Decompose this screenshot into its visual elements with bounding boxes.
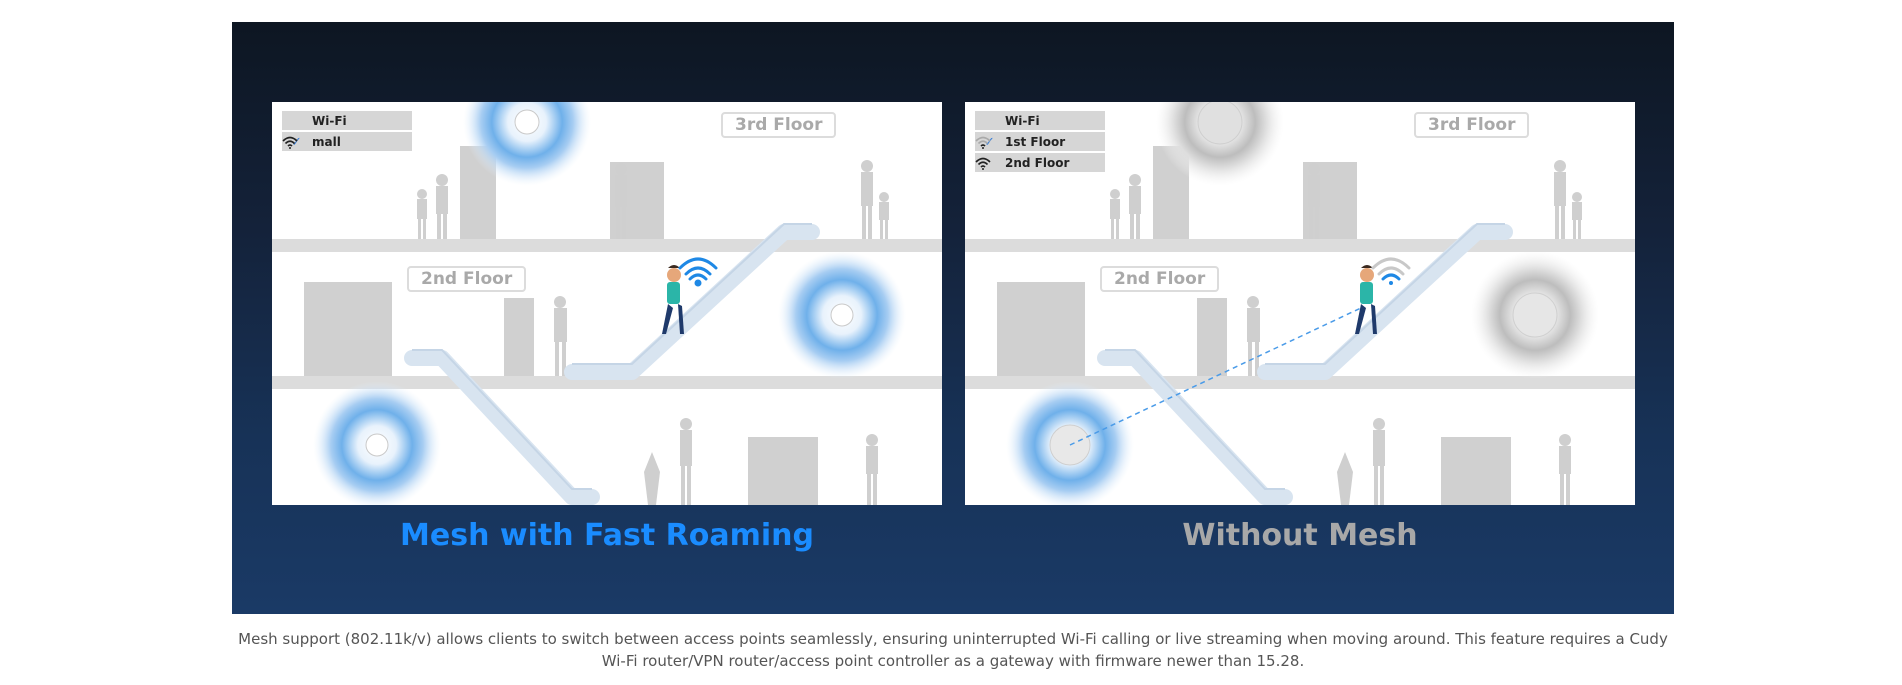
person-icon xyxy=(1355,265,1377,334)
wifi-signal-icon xyxy=(975,157,991,170)
floor-label-2nd: 2nd Floor xyxy=(407,266,527,292)
wifi-signal-icon xyxy=(975,136,991,149)
wifi-list-header: Wi-Fi xyxy=(975,111,1105,132)
access-point-icon xyxy=(1471,251,1599,379)
access-point-icon xyxy=(1156,102,1284,186)
floor-label-3rd: 3rd Floor xyxy=(1414,112,1530,138)
wifi-list-header: Wi-Fi xyxy=(282,111,412,132)
access-point-icon xyxy=(313,381,441,505)
person-icon xyxy=(662,265,684,334)
wifi-network-list: Wi-Fi ✓ 1st Floor 2nd Floor xyxy=(975,111,1105,174)
wifi-signal-icon xyxy=(1371,257,1411,285)
check-icon: ✓ xyxy=(291,135,302,150)
feature-description: Mesh support (802.11k/v) allows clients … xyxy=(238,630,1668,670)
feature-banner: Wi-Fi ✓ mall 3rd Floor 2nd Floor Mesh wi… xyxy=(232,22,1674,614)
mall-scene-mesh xyxy=(272,102,942,505)
caption-without-mesh: Without Mesh xyxy=(1182,518,1418,553)
access-point-icon xyxy=(463,102,591,186)
floor-label-3rd: 3rd Floor xyxy=(721,112,837,138)
mall-scene-no-mesh xyxy=(965,102,1635,505)
no-mesh-illustration-panel: Wi-Fi ✓ 1st Floor 2nd Floor xyxy=(965,102,1635,505)
access-point-icon xyxy=(1006,381,1134,505)
caption-mesh: Mesh with Fast Roaming xyxy=(400,518,814,553)
check-icon: ✓ xyxy=(984,135,995,150)
wifi-network-list: Wi-Fi ✓ mall xyxy=(282,111,412,153)
wifi-network-1st-floor[interactable]: ✓ 1st Floor xyxy=(975,132,1105,153)
wifi-network-mall[interactable]: ✓ mall xyxy=(282,132,412,153)
wifi-signal-icon xyxy=(678,257,718,287)
floor-label-2nd: 2nd Floor xyxy=(1100,266,1220,292)
mesh-illustration-panel: Wi-Fi ✓ mall 3rd Floor 2nd Floor xyxy=(272,102,942,505)
wifi-network-2nd-floor[interactable]: 2nd Floor xyxy=(975,153,1105,174)
wifi-signal-icon xyxy=(282,136,298,149)
access-point-icon xyxy=(778,251,906,379)
